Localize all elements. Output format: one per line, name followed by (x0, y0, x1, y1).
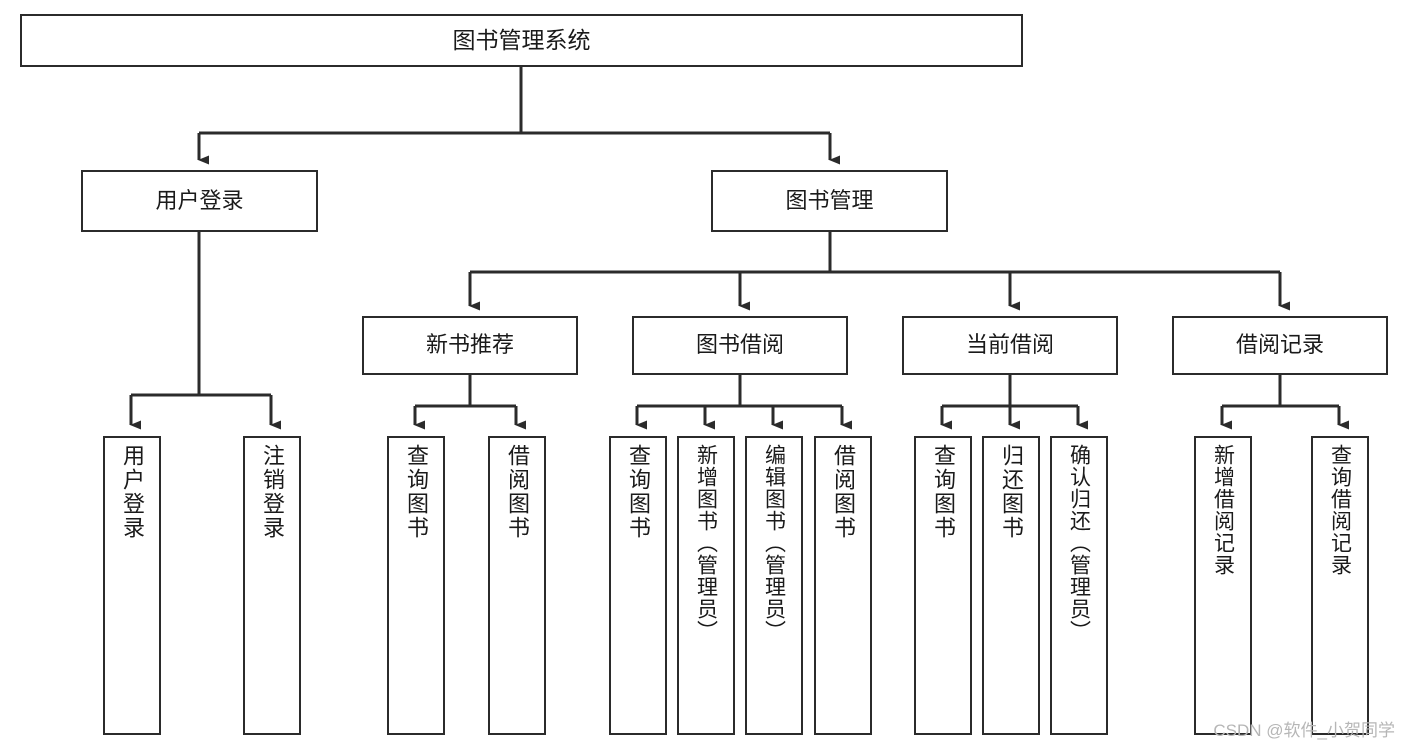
leaf-user-login[interactable]: 用户登录 (103, 436, 161, 735)
node-label: 图书借阅 (695, 332, 784, 358)
leaf-add-borrow-record[interactable]: 新增借阅记录 (1194, 436, 1252, 735)
node-book-management[interactable]: 图书管理 (711, 170, 948, 232)
node-borrow-record[interactable]: 借阅记录 (1172, 316, 1388, 375)
node-book-borrow[interactable]: 图书借阅 (632, 316, 848, 375)
node-label: 查询图书 (404, 444, 429, 540)
node-label: 用户登录 (120, 444, 145, 540)
leaf-add-book-admin[interactable]: 新增图书（管理员） (677, 436, 735, 735)
node-current-borrow[interactable]: 当前借阅 (902, 316, 1118, 375)
node-label: 当前借阅 (965, 332, 1054, 358)
leaf-logout[interactable]: 注销登录 (243, 436, 301, 735)
node-label: 归还图书 (999, 444, 1024, 540)
node-label: 查询图书 (626, 444, 651, 540)
leaf-query-book-recommend[interactable]: 查询图书 (387, 436, 445, 735)
node-label: 图书管理系统 (452, 26, 591, 53)
node-label: 注销登录 (260, 444, 285, 540)
leaf-borrow-book-recommend[interactable]: 借阅图书 (488, 436, 546, 735)
leaf-query-borrow-record[interactable]: 查询借阅记录 (1311, 436, 1369, 735)
node-label: 图书管理 (785, 187, 874, 213)
node-label: 用户登录 (155, 187, 244, 213)
node-user-login[interactable]: 用户登录 (81, 170, 318, 232)
node-label: 查询图书 (931, 444, 956, 540)
node-label: 确认归还（管理员） (1067, 444, 1091, 642)
node-label: 新增图书（管理员） (694, 444, 718, 642)
leaf-borrow-book[interactable]: 借阅图书 (814, 436, 872, 735)
node-label: 查询借阅记录 (1328, 444, 1352, 576)
leaf-confirm-return-admin[interactable]: 确认归还（管理员） (1050, 436, 1108, 735)
leaf-edit-book-admin[interactable]: 编辑图书（管理员） (745, 436, 803, 735)
node-label: 借阅记录 (1235, 332, 1324, 358)
node-label: 新书推荐 (425, 332, 514, 358)
leaf-query-book-current[interactable]: 查询图书 (914, 436, 972, 735)
node-label: 编辑图书（管理员） (762, 444, 786, 642)
node-label: 借阅图书 (831, 444, 856, 540)
leaf-query-book-borrow[interactable]: 查询图书 (609, 436, 667, 735)
node-label: 新增借阅记录 (1211, 444, 1235, 576)
leaf-return-book[interactable]: 归还图书 (982, 436, 1040, 735)
node-root-library-system[interactable]: 图书管理系统 (20, 14, 1023, 67)
node-label: 借阅图书 (505, 444, 530, 540)
node-new-book-recommend[interactable]: 新书推荐 (362, 316, 578, 375)
